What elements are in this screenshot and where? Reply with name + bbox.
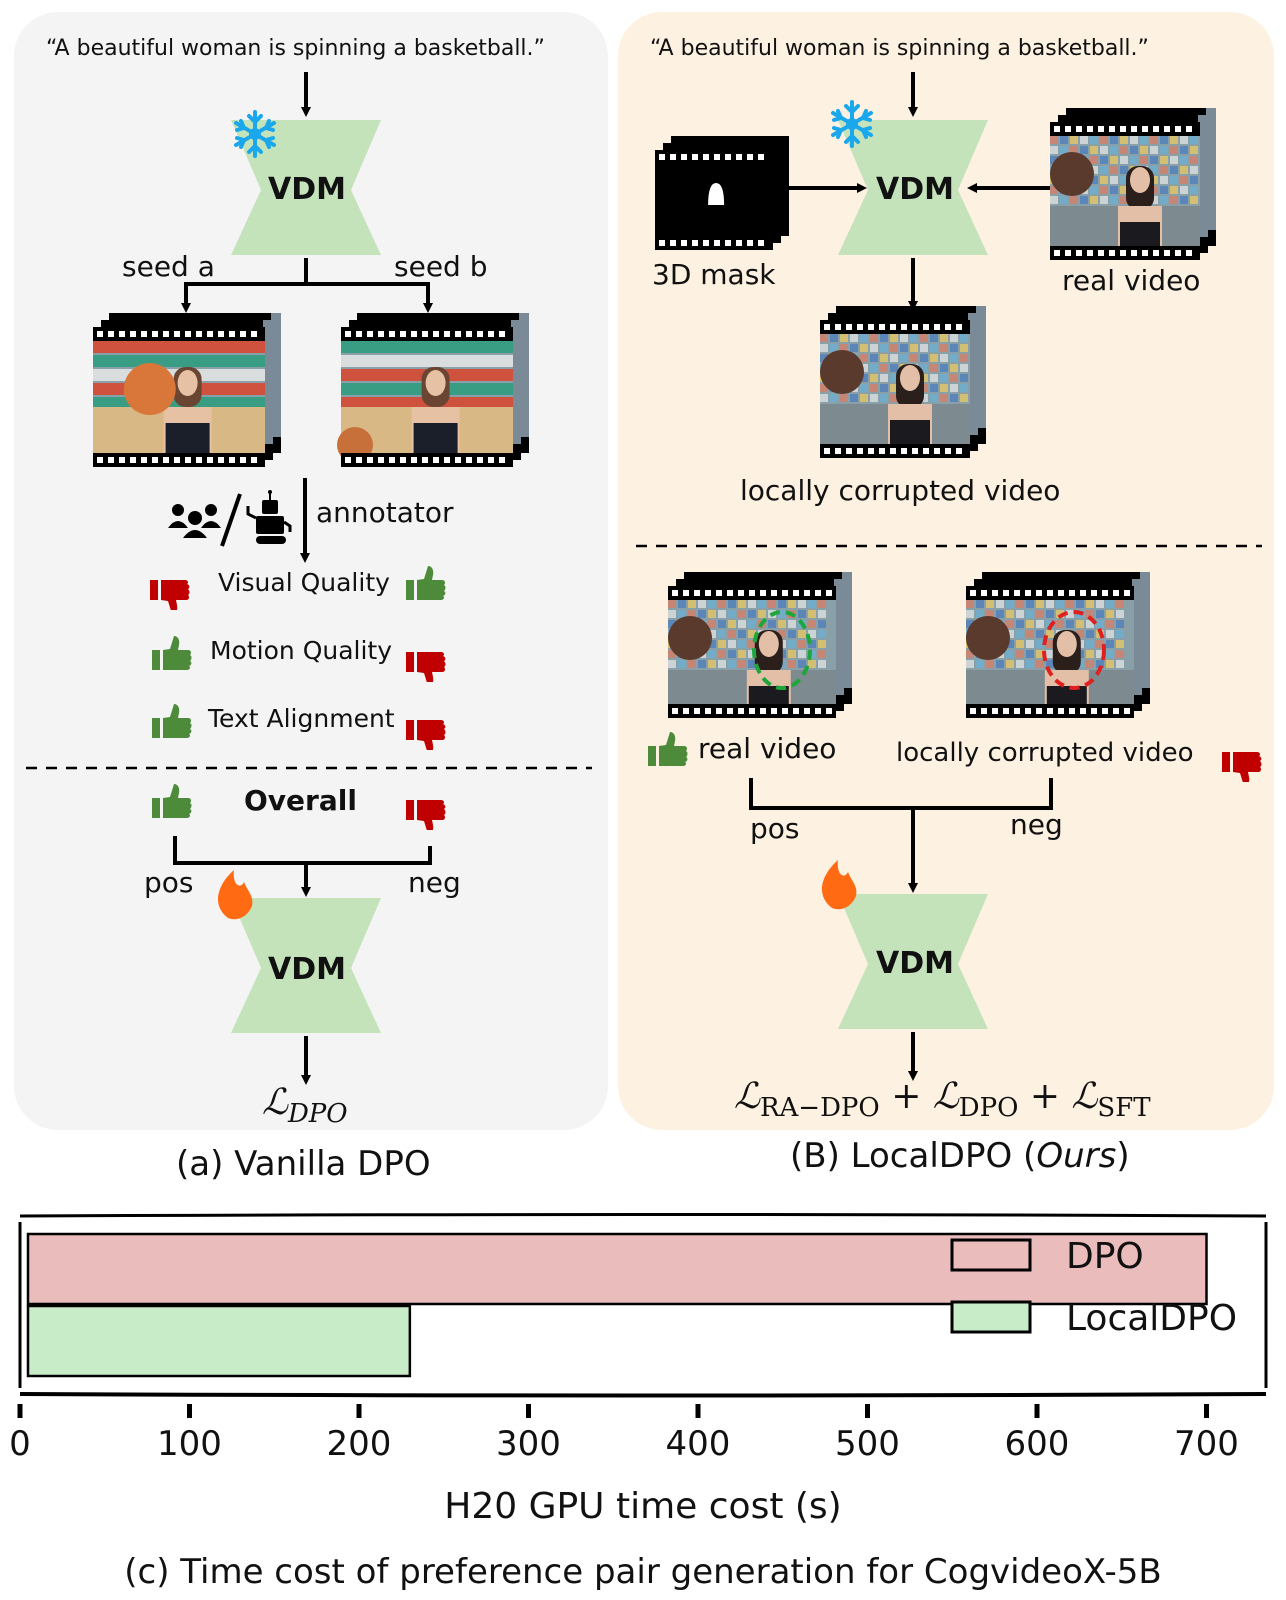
criterion-text-alignment: Text Alignment xyxy=(208,704,395,733)
criterion-motion-quality: Motion Quality xyxy=(210,636,393,665)
vdm-label-top-a: VDM xyxy=(268,172,346,207)
caption-b-ours: Ours xyxy=(1036,1136,1117,1176)
x-tick-label-600: 600 xyxy=(1004,1424,1070,1464)
x-tick-label-400: 400 xyxy=(665,1424,731,1464)
video-seed-a xyxy=(93,313,281,467)
pos-label-b: pos xyxy=(750,812,800,845)
overall-label: Overall xyxy=(244,784,357,817)
neg-label-a: neg xyxy=(408,866,461,899)
caption-b-prefix: (B) LocalDPO ( xyxy=(790,1136,1037,1176)
highlight-circle-red xyxy=(1042,610,1106,690)
chart-title: (c) Time cost of preference pair generat… xyxy=(124,1552,1162,1592)
mask-video xyxy=(655,136,789,250)
loss-dpo-a: ℒDPO xyxy=(262,1082,348,1129)
chart-x-axis xyxy=(19,1392,1267,1398)
prompt-text-a: “A beautiful woman is spinning a basketb… xyxy=(46,36,545,61)
highlight-circle-green xyxy=(752,610,812,690)
x-tick-label-0: 0 xyxy=(9,1424,31,1464)
loss-dpo-subscript: DPO xyxy=(958,1093,1019,1124)
loss-subscript: DPO xyxy=(287,1099,348,1130)
pair-real-video-thumbnail xyxy=(668,572,852,718)
prompt-text-b: “A beautiful woman is spinning a basketb… xyxy=(650,36,1149,61)
seed-b-label: seed b xyxy=(394,250,488,283)
real-video-thumbnail xyxy=(1050,108,1216,260)
bar-localdpo xyxy=(26,1304,412,1378)
seed-a-label: seed a xyxy=(122,250,215,283)
video-seed-b xyxy=(337,313,529,467)
caption-a: (a) Vanilla DPO xyxy=(176,1144,431,1184)
corrupted-video-thumbnail xyxy=(820,306,986,458)
mask-label: 3D mask xyxy=(652,258,776,291)
loss-symbol: ℒ xyxy=(262,1082,288,1123)
legend-label-localdpo: LocalDPO xyxy=(1066,1298,1238,1339)
loss-sft-subscript: SFT xyxy=(1097,1093,1151,1124)
chart-frame-top xyxy=(19,1213,1267,1218)
x-tick-label-100: 100 xyxy=(157,1424,222,1464)
loss-ra-dpo-subscript: RA−DPO xyxy=(759,1093,880,1124)
vdm-label-bottom-b: VDM xyxy=(876,946,954,981)
neg-label-b: neg xyxy=(1010,808,1063,841)
loss-symbol: ℒ xyxy=(932,1076,959,1117)
x-tick-label-500: 500 xyxy=(835,1424,900,1464)
vdm-label-top-b: VDM xyxy=(876,172,954,207)
plus-sign: + xyxy=(891,1076,922,1117)
legend-label-dpo: DPO xyxy=(1066,1236,1144,1277)
robot-icon xyxy=(246,490,292,544)
x-tick-label-700: 700 xyxy=(1174,1424,1239,1464)
loss-symbol: ℒ xyxy=(1071,1076,1098,1117)
people-icon xyxy=(168,504,221,538)
plus-sign: + xyxy=(1029,1076,1061,1117)
legend-swatch-dpo xyxy=(950,1238,1032,1272)
loss-combined-b: ℒRA−DPO + ℒDPO + ℒSFT xyxy=(734,1076,1151,1123)
pos-label-a: pos xyxy=(144,866,194,899)
corrupted-video-label: locally corrupted video xyxy=(740,474,1061,507)
criterion-visual-quality: Visual Quality xyxy=(218,568,390,597)
loss-symbol: ℒ xyxy=(734,1076,760,1117)
caption-b-suffix: ) xyxy=(1116,1136,1130,1176)
x-tick-label-300: 300 xyxy=(496,1424,561,1464)
chart-xlabel: H20 GPU time cost (s) xyxy=(444,1486,842,1527)
caption-b: (B) LocalDPO (Ours) xyxy=(790,1136,1130,1176)
legend-swatch-localdpo xyxy=(950,1300,1032,1334)
x-tick-label-200: 200 xyxy=(326,1424,392,1464)
pair-corrupted-video-label: locally corrupted video xyxy=(896,738,1194,768)
pair-real-video-label: real video xyxy=(698,732,837,765)
pair-corrupted-video-thumbnail xyxy=(966,572,1150,718)
annotator-label: annotator xyxy=(316,496,454,529)
vdm-label-bottom-a: VDM xyxy=(268,952,346,987)
real-video-label: real video xyxy=(1062,264,1201,297)
